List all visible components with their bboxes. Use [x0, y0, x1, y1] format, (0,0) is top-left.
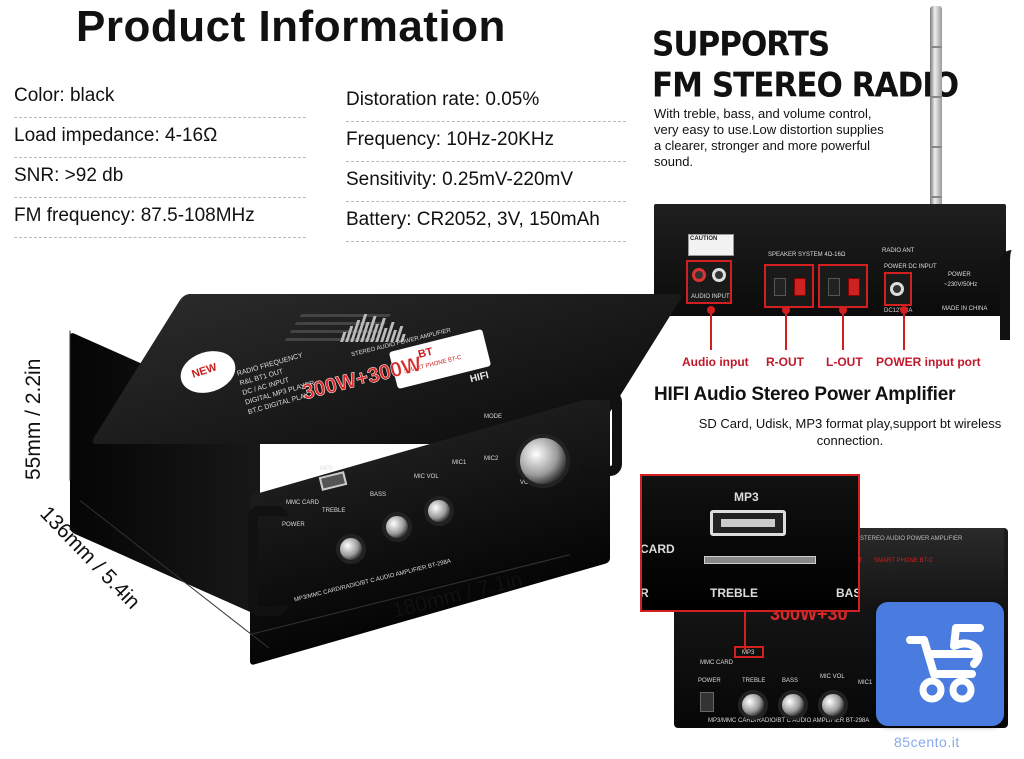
audio-input-panel: AUDIO INPUT [686, 260, 732, 304]
power-cable-icon [1000, 250, 1024, 340]
dimension-height: 55mm / 2.2in [22, 358, 45, 480]
caution-sticker: CAUTION [688, 234, 734, 256]
terminal-positive-icon [848, 278, 860, 296]
amp2-smart-phone: SMART PHONE BT-C [874, 558, 934, 564]
voltage-label: ~230V/50Hz [944, 282, 978, 288]
zoom-target-box [734, 646, 764, 658]
dc-jack-icon [890, 282, 904, 296]
brand-logo [876, 602, 1004, 726]
callout-audio-input: Audio input [682, 355, 749, 369]
zoom-connector-line [744, 612, 746, 650]
power-dc-input-label: POWER DC INPUT [884, 264, 937, 270]
amp2-treble: TREBLE [742, 678, 766, 684]
spec-list-right: Distoration rate: 0.05% Frequency: 10Hz-… [346, 82, 626, 242]
new-badge-text: NEW [190, 361, 219, 381]
rear-panel-photo: CAUTION AUDIO INPUT SPEAKER SYSTEM 4Ω-16… [654, 204, 1006, 316]
rca-jack-white-icon [712, 268, 726, 282]
amp2-bottom-strip: MP3/MMC CARD/RADIO/BT C AUDIO AMPLIFIER … [708, 718, 870, 724]
callout-line-lout [842, 310, 844, 350]
mic1-label: MIC1 [452, 460, 467, 466]
antenna-icon [930, 6, 942, 236]
callout-dot-icon [707, 306, 715, 314]
spec-frequency: Frequency: 10Hz-20KHz [346, 122, 626, 162]
bass-knob[interactable] [382, 512, 412, 542]
terminal-negative-icon [828, 278, 840, 296]
mic-vol-label: MIC VOL [414, 474, 439, 480]
audio-input-label: AUDIO INPUT [691, 294, 730, 300]
callout-dot-icon [782, 306, 790, 314]
callout-line-rout [785, 310, 787, 350]
amp2-mic-vol-knob[interactable] [818, 690, 848, 720]
fm-heading-line1: SUPPORTS [652, 25, 830, 64]
volume-knob[interactable] [516, 434, 570, 488]
callout-dot-icon [900, 306, 908, 314]
amp2-power: POWER [698, 678, 721, 684]
spec-list-left: Color: black Load impedance: 4-16Ω SNR: … [14, 78, 306, 238]
treble-label: TREBLE [322, 508, 346, 514]
mode-label: MODE [484, 414, 502, 420]
dc-spec-label: DC12V/3A [884, 308, 913, 314]
handle-left-icon [248, 506, 288, 616]
power-dc-port [884, 272, 912, 306]
spec-color: Color: black [14, 78, 306, 118]
fm-description: With treble, bass, and volume control, v… [654, 106, 884, 169]
fm-heading: SUPPORTS FM STEREO RADIO [652, 24, 959, 106]
bass-label: BASS [370, 492, 387, 498]
terminal-negative-icon [774, 278, 786, 296]
fm-heading-line2: FM STEREO RADIO [652, 66, 959, 105]
r-out-terminal [764, 264, 814, 308]
hifi-description: SD Card, Udisk, MP3 format play,support … [698, 416, 1002, 448]
hifi-title: HIFI Audio Stereo Power Amplifier [654, 384, 956, 405]
rca-jack-red-icon [692, 268, 706, 282]
zoom-bass: BAS [836, 586, 860, 600]
amp2-mic1: MIC1 [858, 680, 873, 686]
zoom-sd-slot-icon [704, 556, 816, 564]
handle-right-icon [578, 390, 622, 476]
treble-knob[interactable] [336, 534, 366, 564]
watermark: 85cento.it [894, 734, 960, 750]
page-title: Product Information [76, 2, 506, 51]
amp2-eq-label: STEREO AUDIO POWER AMPLIFIER [860, 536, 963, 542]
mp3-label: MP3 [320, 466, 333, 472]
zoom-mp3: MP3 [734, 490, 759, 504]
amp2-mp3: MP3 [742, 650, 755, 656]
zoom-left-edge: R [640, 586, 649, 600]
spec-sensitivity: Sensitivity: 0.25mV-220mV [346, 162, 626, 202]
radio-ant-label: RADIO ANT [882, 248, 915, 254]
spec-snr: SNR: >92 db [14, 158, 306, 198]
speaker-system-label: SPEAKER SYSTEM 4Ω-16Ω [768, 252, 846, 258]
zoom-usb-port-icon [710, 510, 786, 536]
spec-load-impedance: Load impedance: 4-16Ω [14, 118, 306, 158]
power-label: POWER [948, 272, 971, 278]
made-in-label: MADE IN CHINA [942, 306, 988, 312]
terminal-positive-icon [794, 278, 806, 296]
amp2-bass-knob[interactable] [778, 690, 808, 720]
amp2-mic-vol: MIC VOL [820, 674, 845, 680]
dimension-line-height [69, 330, 71, 481]
zoom-card: CARD [640, 542, 675, 556]
callout-line-audio [710, 310, 712, 350]
amp2-mmc-card: MMC CARD [700, 660, 733, 666]
callout-dot-icon [839, 306, 847, 314]
zoom-treble: TREBLE [710, 586, 758, 600]
cart-five-logo-icon [906, 624, 984, 703]
spec-distortion: Distoration rate: 0.05% [346, 82, 626, 122]
amp2-power-switch[interactable] [700, 692, 714, 712]
mic-vol-knob[interactable] [424, 496, 454, 526]
amp2-bass: BASS [782, 678, 799, 684]
caution-label: CAUTION [690, 236, 718, 242]
callout-r-out: R-OUT [766, 355, 804, 369]
callout-power-input: POWER input port [876, 355, 981, 369]
spec-fm-frequency: FM frequency: 87.5-108MHz [14, 198, 306, 238]
mic2-label: MIC2 [484, 456, 499, 462]
callout-line-power [903, 310, 905, 350]
mmc-card-label: MMC CARD [286, 500, 319, 506]
spec-battery: Battery: CR2052, 3V, 150mAh [346, 202, 626, 242]
callout-l-out: L-OUT [826, 355, 863, 369]
l-out-terminal [818, 264, 868, 308]
power-switch-label: POWER [282, 522, 305, 528]
zoom-detail-panel: MP3 CARD R TREBLE BAS [640, 474, 860, 612]
amp2-treble-knob[interactable] [738, 690, 768, 720]
